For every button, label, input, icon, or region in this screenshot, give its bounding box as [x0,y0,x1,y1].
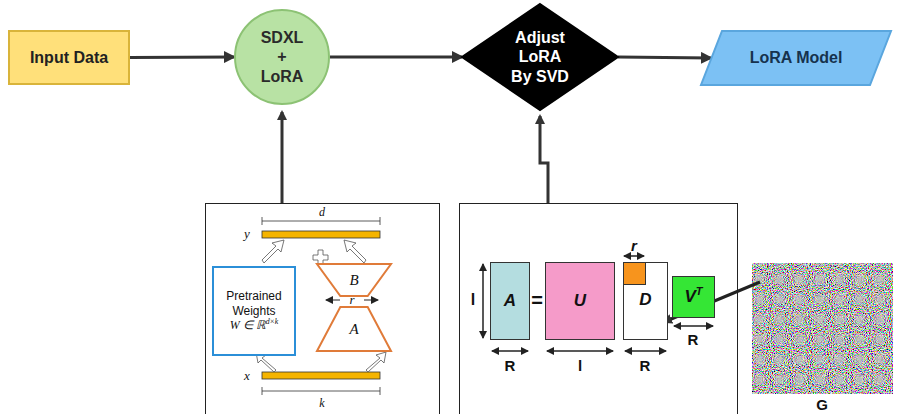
text-row: A [349,320,358,338]
node-text: A [349,321,358,337]
weights-box: Pretrained WeightsW ∈ ℝd×k [212,266,296,356]
dimension-label: k [319,396,324,411]
matrix-box: A [490,262,530,340]
lora-a-trapezoid: A [316,306,392,352]
vector-label: x [244,368,250,384]
node-text: d×k [266,317,279,326]
flow-arrow [330,56,462,59]
equals-sign: = [531,289,543,312]
node-text: U [574,291,586,310]
node-text: Pretrained Weights [226,289,281,317]
flow-arrow [130,56,234,60]
input-box: Input Data [8,30,130,85]
text-row: B [349,271,358,289]
text-row: A [504,291,516,311]
node-text: B [349,272,358,288]
output-parallelogram: LoRA Model [700,30,892,86]
text-row: SDXL + LoRA [256,28,308,86]
node-text: T [696,285,703,297]
node-text: W ∈ ℝ [230,318,266,332]
text-row: W ∈ ℝd×k [230,318,279,332]
dimension-label: d [319,205,325,220]
rank-block [624,263,646,285]
text-row: Adjust LoRA By SVD [508,28,572,86]
vector-label: y [244,226,250,242]
matrix-box: VT [672,276,715,318]
text-row: D [639,290,651,310]
node-text: A [504,291,516,310]
node-text: LoRA Model [750,49,843,66]
node-text: Input Data [30,49,108,66]
text-row: VT [684,287,702,307]
input-arrow [281,112,284,203]
rank-label: r [349,292,354,308]
dimension-label: R [640,357,651,374]
rank-label: r [631,237,637,254]
lora-b-trapezoid: B [316,263,392,297]
text-row: LoRA Model [750,48,843,67]
node-text: V [684,287,695,306]
matrix-label: G [816,396,828,413]
decision-diamond: Adjust LoRA By SVD [462,4,618,110]
flow-arrow [618,57,711,58]
text-row: Pretrained Weights [215,289,293,318]
inset-panel [460,204,738,414]
matrix-box: U [545,262,615,340]
node-text: Adjust LoRA By SVD [511,29,569,84]
matrix-box: D [623,262,668,340]
dimension-label: l [578,357,582,374]
dimension-label: R [688,331,699,348]
process-circle: SDXL + LoRA [234,9,330,105]
inset-panel [206,204,440,414]
text-row: Input Data [30,48,108,67]
input-arrow [540,116,548,203]
node-text: SDXL + LoRA [261,29,304,84]
dimension-label: l [471,291,475,309]
node-text: D [639,290,651,309]
noise-image [752,263,893,394]
text-row: U [574,291,586,311]
svd-illustration [483,256,893,394]
dimension-label: R [505,357,516,374]
